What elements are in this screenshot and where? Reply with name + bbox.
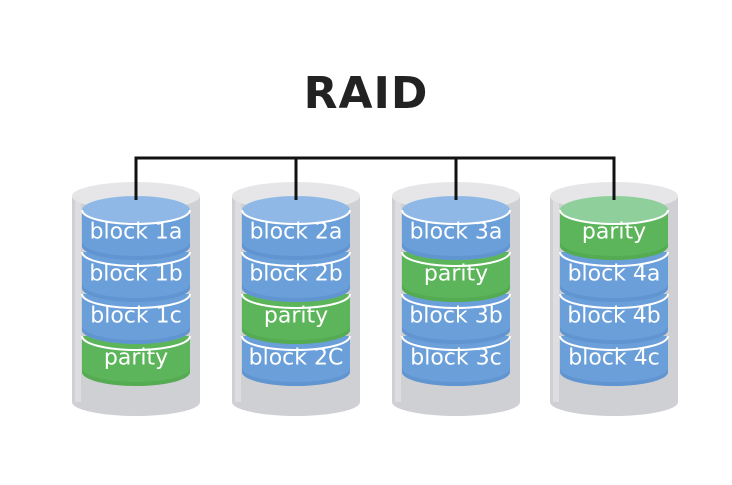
block-separator: [241, 335, 351, 351]
data-block: block 4c: [559, 335, 669, 386]
block-separator: [559, 209, 669, 225]
block-rim: [560, 242, 668, 260]
block-label: block 4c: [568, 346, 659, 371]
block-label: block 3b: [409, 304, 502, 329]
disk-shell-highlight: [553, 196, 559, 402]
block-rim: [242, 326, 350, 344]
block-rim: [560, 284, 668, 302]
disk-shell-highlight: [75, 196, 81, 402]
block-rim: [402, 242, 510, 260]
disk-4: block 4c block 4b block 4a parity: [550, 156, 678, 416]
block-separator: [81, 293, 191, 309]
block-rim: [242, 284, 350, 302]
block-separator: [81, 251, 191, 267]
block-separator: [559, 251, 669, 267]
block-label: parity: [424, 262, 488, 287]
data-block: block 3b: [401, 293, 511, 344]
block-rim: [560, 326, 668, 344]
block-separator: [559, 293, 669, 309]
block-separator: [81, 335, 191, 351]
block-label: block 2C: [249, 346, 344, 371]
data-block: block 2a: [241, 196, 351, 260]
block-separator: [241, 293, 351, 309]
block-rim: [82, 368, 190, 386]
block-rim: [402, 284, 510, 302]
block-separator: [401, 335, 511, 351]
block-rim: [402, 326, 510, 344]
data-block: block 2b: [241, 251, 351, 302]
block-rim: [82, 284, 190, 302]
data-block: block 4a: [559, 251, 669, 302]
block-label: block 3a: [410, 220, 503, 245]
disk-shell-highlight: [395, 196, 401, 402]
block-label: block 1b: [89, 262, 182, 287]
disk-array: parity block 1c block 1b block 1a block 2C pa…: [72, 156, 678, 416]
data-block: block 4b: [559, 293, 669, 344]
data-block: block 3a: [401, 196, 511, 260]
block-top: [242, 196, 350, 224]
block-label: parity: [582, 220, 646, 245]
block-separator: [401, 209, 511, 225]
block-top: [82, 196, 190, 224]
block-separator: [401, 251, 511, 267]
diagram-title: RAID: [303, 68, 429, 119]
block-label: parity: [104, 346, 168, 371]
block-rim: [82, 242, 190, 260]
data-block: block 1c: [81, 293, 191, 344]
block-separator: [559, 335, 669, 351]
block-label: block 2a: [250, 220, 343, 245]
block-label: block 1c: [90, 304, 181, 329]
block-label: block 1a: [90, 220, 183, 245]
parity-block: parity: [401, 251, 511, 302]
block-separator: [241, 209, 351, 225]
block-label: block 4a: [568, 262, 661, 287]
disk-3: block 3c block 3b parity block 3a: [392, 156, 520, 416]
data-block: block 2C: [241, 335, 351, 386]
block-top: [402, 196, 510, 224]
block-rim: [242, 368, 350, 386]
block-label: parity: [264, 304, 328, 329]
data-block: block 3c: [401, 335, 511, 386]
block-rim: [560, 368, 668, 386]
block-rim: [242, 242, 350, 260]
data-block: block 1b: [81, 251, 191, 302]
block-separator: [401, 293, 511, 309]
parity-block: parity: [241, 293, 351, 344]
block-label: block 3c: [410, 346, 501, 371]
disk-2: block 2C parity block 2b block 2a: [232, 156, 360, 416]
block-top: [560, 196, 668, 224]
block-label: block 4b: [567, 304, 660, 329]
parity-block: parity: [81, 335, 191, 386]
disk-1: parity block 1c block 1b block 1a: [72, 156, 200, 416]
data-block: block 1a: [81, 196, 191, 260]
block-separator: [241, 251, 351, 267]
block-rim: [82, 326, 190, 344]
parity-block: parity: [559, 196, 669, 260]
block-label: block 2b: [249, 262, 342, 287]
block-separator: [81, 209, 191, 225]
disk-shell-highlight: [235, 196, 241, 402]
block-rim: [402, 368, 510, 386]
